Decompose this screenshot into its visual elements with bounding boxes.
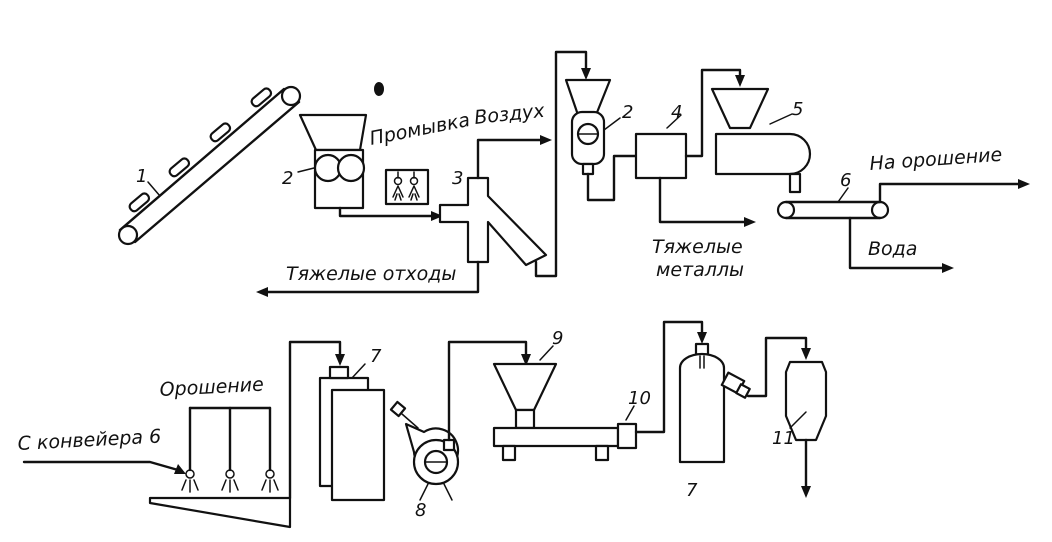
flow-air bbox=[476, 138, 544, 180]
label-5: 5 bbox=[792, 99, 803, 120]
cyclone-11 bbox=[784, 360, 828, 442]
label-to-irrigation: На орошение bbox=[869, 144, 1003, 175]
flow-heavy-waste bbox=[266, 260, 480, 294]
feeder-9 bbox=[492, 345, 620, 462]
irrigation-nozzles bbox=[181, 406, 279, 493]
flow-crusher-to-separator bbox=[338, 206, 435, 218]
label-3: 3 bbox=[452, 168, 463, 189]
label-air: Воздух bbox=[473, 100, 546, 129]
label-irrigation: Орошение bbox=[159, 374, 264, 401]
flow-from-conveyor bbox=[22, 460, 180, 472]
flow-feeder-to-tank7b bbox=[634, 320, 704, 434]
flow-separator4-to-press bbox=[684, 68, 742, 158]
cyclone-2 bbox=[564, 78, 621, 176]
tank-7b bbox=[678, 342, 751, 464]
label-11: 11 bbox=[772, 428, 795, 449]
label-washing: Промывка bbox=[368, 109, 472, 150]
separator-4 bbox=[634, 114, 688, 180]
flow-heavy-metals bbox=[658, 176, 748, 224]
label-heavy-waste: Тяжелые отходы bbox=[286, 263, 456, 285]
label-1: 1 bbox=[136, 166, 147, 187]
air-separator-3 bbox=[438, 176, 548, 267]
tank-7a bbox=[318, 363, 407, 502]
fitting-10 bbox=[616, 405, 638, 450]
label-6: 6 bbox=[840, 170, 851, 191]
label-8: 8 bbox=[415, 500, 426, 521]
flow-tray-to-tank7 bbox=[288, 340, 342, 500]
label-10: 10 bbox=[628, 388, 651, 409]
label-water: Вода bbox=[868, 238, 917, 260]
label-2b: 2 bbox=[622, 102, 633, 123]
flow-tank-to-pump bbox=[401, 413, 419, 429]
flow-to-irrigation bbox=[878, 182, 1020, 204]
flow-dryer-to-cyclone11 bbox=[746, 336, 808, 398]
label-from-conveyor: С конвейера 6 bbox=[17, 426, 162, 455]
label-7b: 7 bbox=[686, 480, 698, 501]
dot-mark bbox=[374, 82, 384, 96]
label-7a: 7 bbox=[370, 346, 382, 367]
label-heavy-metals-2: металлы bbox=[656, 259, 744, 281]
press-5 bbox=[710, 87, 812, 194]
crusher-2 bbox=[297, 113, 368, 210]
label-9: 9 bbox=[552, 328, 563, 349]
belt-filter-6 bbox=[776, 187, 890, 220]
label-2a: 2 bbox=[282, 168, 293, 189]
label-heavy-metals-1: Тяжелые bbox=[652, 236, 743, 258]
washing-sprayer bbox=[384, 168, 430, 206]
flow-cyclone-to-separator4 bbox=[586, 154, 638, 202]
flow-separator-to-cyclone bbox=[534, 50, 588, 278]
pump-8 bbox=[404, 422, 460, 501]
flow-pump-to-feeder bbox=[447, 340, 528, 442]
wash-tray bbox=[148, 496, 292, 529]
label-4: 4 bbox=[671, 102, 682, 123]
conveyor-1 bbox=[117, 85, 302, 246]
flow-water bbox=[848, 216, 944, 270]
